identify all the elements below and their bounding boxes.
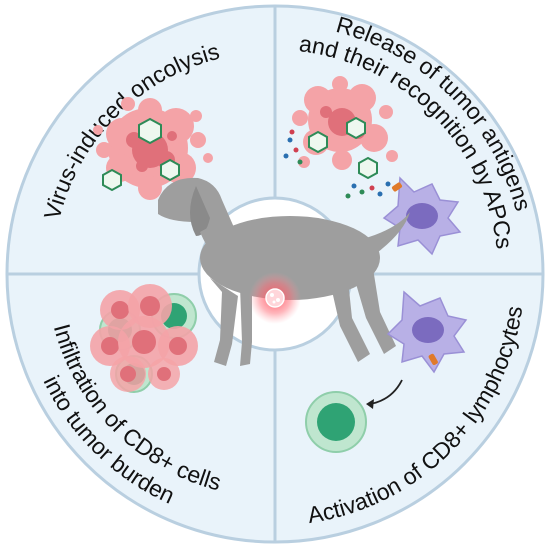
cd8-t-cell-icon	[305, 391, 367, 453]
lysing-tumor-cell-illustration	[93, 97, 213, 200]
tumor-mass-illustration	[90, 284, 198, 392]
antigen-particles	[283, 129, 391, 199]
apc-cell-icon	[382, 176, 462, 256]
virus-icon	[308, 116, 378, 180]
dog-silhouette	[158, 177, 410, 366]
arrowhead-icon	[366, 399, 374, 409]
virus-icon	[102, 117, 180, 192]
tumor-glow	[249, 272, 301, 324]
apc-cell-icon	[386, 290, 468, 374]
